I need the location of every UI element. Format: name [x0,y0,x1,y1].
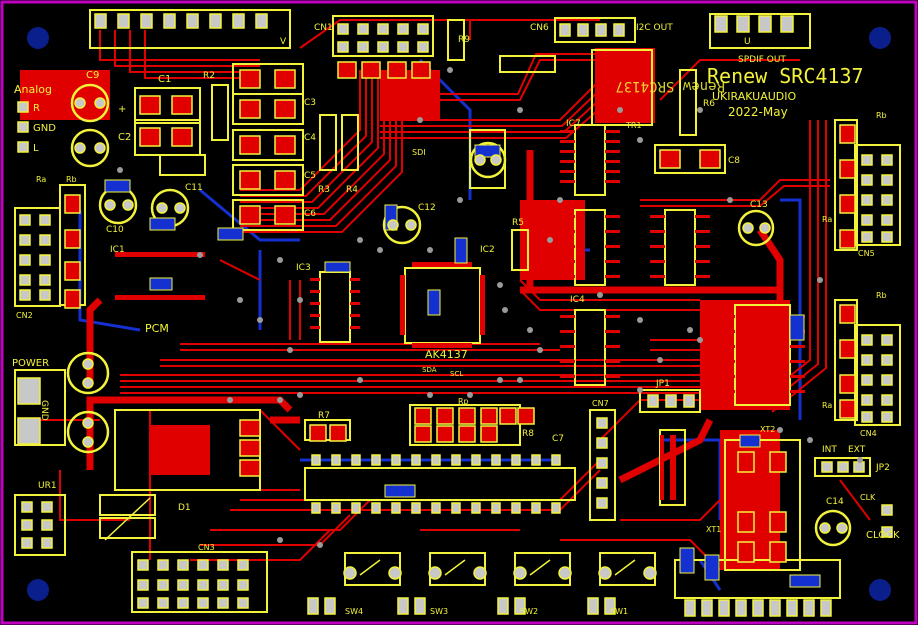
label-xt2: XT2 [760,425,775,434]
label-scl: SCL [450,370,463,378]
label-jp2: JP2 [875,463,890,473]
label-int: INT [822,445,837,455]
diode-symbol [104,497,636,576]
label-c11: C11 [185,183,203,193]
label-ra-right: Ra [822,215,832,224]
board-title-mirrored: Renew SRC4137 [615,78,725,94]
label-ic4: IC4 [570,295,585,305]
label-c14: C14 [826,497,844,507]
label-jp1: JP1 [655,379,670,389]
label-u: U [744,37,751,47]
label-i2c-out: I2C OUT [636,23,673,33]
label-c10: C10 [106,225,124,235]
label-cn6: CN6 [530,23,549,33]
label-cn4: CN4 [860,429,877,438]
label-c1: C1 [158,74,171,85]
label-rb-right2: Rb [876,291,887,300]
label-ra-right2: Ra [822,401,832,410]
label-rb-right: Rb [876,111,887,120]
label-clock: CLOCK [866,530,900,541]
through-hole-pads [17,13,893,617]
label-r7: R7 [318,411,330,421]
label-c5: C5 [304,171,316,181]
label-r9: R9 [458,35,470,45]
label-rp: Rp [458,397,469,406]
label-ic7: IC7 [566,119,581,129]
label-ra-left: Ra [36,175,46,184]
label-d1: D1 [178,503,191,513]
label-sda: SDA [422,366,437,374]
label-ext: EXT [848,445,866,455]
label-c9: C9 [86,70,99,81]
board-date: 2022-May [728,105,788,119]
label-power: POWER [12,358,49,369]
label-c2: C2 [118,132,131,143]
label-c12: C12 [418,203,436,213]
label-clk: CLK [860,493,876,502]
label-pcm: PCM [145,322,169,335]
label-v: V [280,37,287,47]
label-r3: R3 [318,185,330,195]
label-cn7: CN7 [592,399,609,408]
label-cn3: CN3 [198,543,215,552]
label-rb-left: Rb [66,175,77,184]
label-gnd-power: GND [39,400,49,421]
label-ur1: UR1 [38,481,57,491]
board-author: UKIRAKUAUDIO [712,90,796,103]
label-ic2: IC2 [480,245,495,255]
label-ic1: IC1 [110,245,125,255]
label-c7: C7 [552,434,564,444]
label-cn5: CN5 [858,249,875,258]
bottom-smd-parts [104,144,821,588]
label-r5: R5 [512,218,524,228]
label-ic3: IC3 [296,263,311,273]
label-tr1: TR1 [625,121,642,130]
label-sw4: SW4 [345,607,363,616]
label-c13: C13 [750,200,768,210]
label-plus-c9: + [118,104,126,115]
label-r6: R6 [703,99,715,109]
label-c8: C8 [728,156,740,166]
label-c3: C3 [304,98,316,108]
ic-pins [115,130,805,500]
label-sw1: SW1 [610,607,628,616]
label-sd1: SDI [412,148,426,157]
label-l: L [33,143,39,154]
label-spdif-out: SPDIF OUT [738,55,786,65]
label-r4: R4 [346,185,358,195]
mount-hole-icon [27,27,891,601]
label-analog: Analog [14,83,52,96]
label-c4: C4 [304,133,316,143]
smd-pads [64,61,856,563]
via-icon [117,67,863,548]
board-title: Renew SRC4137 [707,64,864,88]
label-xt1: XT1 [706,525,721,534]
top-copper-traces [20,19,871,571]
silkscreen-labels: Renew SRC4137 Renew SRC4137 UKIRAKUAUDIO… [12,23,900,616]
power-traces [86,150,784,484]
label-c6: C6 [304,209,316,219]
label-cn2: CN2 [16,311,33,320]
label-sw2: SW2 [520,607,538,616]
label-ak4137: AK4137 [425,348,468,361]
label-sw3: SW3 [430,607,448,616]
label-r: R [33,103,40,114]
label-cn1: CN1 [314,23,333,33]
label-gnd: GND [33,123,56,134]
label-r8: R8 [522,429,534,439]
label-r2: R2 [203,71,215,81]
